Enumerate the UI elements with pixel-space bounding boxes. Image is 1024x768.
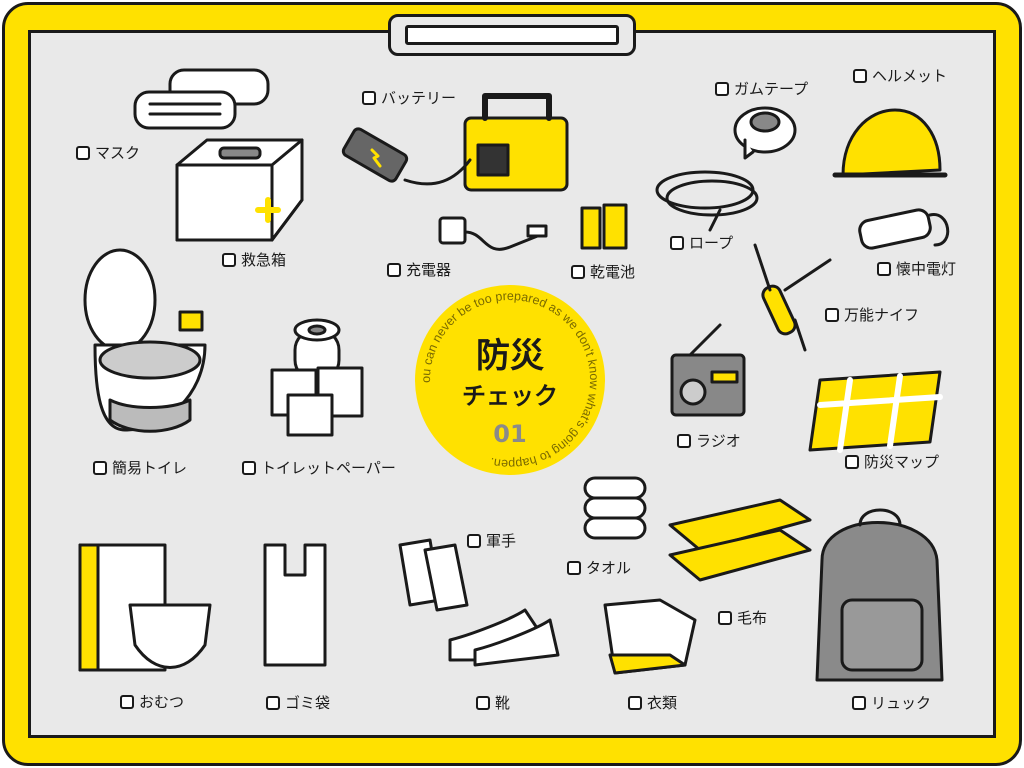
checkbox[interactable] (362, 90, 376, 105)
checkbox[interactable] (387, 262, 401, 277)
dry-cell-icon (580, 203, 628, 250)
checkbox[interactable] (266, 695, 280, 710)
item-label: 軍手 (486, 532, 517, 550)
checklist-item-helmet[interactable]: ヘルメット (853, 65, 947, 86)
shoes-icon (448, 608, 560, 667)
multitool-icon (753, 243, 832, 352)
item-label: 充電器 (406, 261, 452, 279)
checklist-item-battery[interactable]: バッテリー (362, 87, 456, 108)
backpack-icon (815, 508, 944, 682)
item-label: 毛布 (737, 609, 768, 627)
checkbox[interactable] (845, 454, 859, 469)
item-label: 防災マップ (864, 453, 940, 471)
item-label: バッテリー (381, 89, 457, 107)
checkbox[interactable] (76, 145, 90, 160)
checkbox[interactable] (567, 560, 581, 575)
checklist-item-charger[interactable]: 充電器 (387, 259, 451, 280)
item-label: 救急箱 (241, 251, 287, 269)
checklist-item-disaster-map[interactable]: 防災マップ (845, 451, 939, 472)
checkbox[interactable] (877, 261, 891, 276)
checkbox[interactable] (222, 252, 236, 267)
item-label: ロープ (689, 234, 734, 252)
blanket-icon (668, 498, 812, 582)
trash-bag-icon (263, 543, 327, 667)
battery-icon (341, 93, 569, 192)
checklist-item-flashlight[interactable]: 懐中電灯 (877, 258, 956, 279)
checklist-item-blanket[interactable]: 毛布 (718, 607, 767, 628)
item-label: ゴミ袋 (285, 694, 331, 712)
checkbox[interactable] (852, 695, 866, 710)
flashlight-icon (858, 208, 950, 250)
checklist-item-clothes[interactable]: 衣類 (628, 692, 677, 713)
item-label: 乾電池 (590, 263, 636, 281)
checkbox[interactable] (677, 433, 691, 448)
item-label: トイレットペーパー (261, 459, 396, 477)
towel-icon (583, 476, 647, 540)
item-label: ラジオ (696, 432, 741, 450)
checkbox[interactable] (715, 81, 729, 96)
checklist-item-duct-tape[interactable]: ガムテープ (715, 78, 808, 99)
checklist-item-trash-bag[interactable]: ゴミ袋 (266, 692, 330, 713)
checkbox[interactable] (825, 307, 839, 322)
item-label: 靴 (495, 694, 511, 712)
checkbox[interactable] (120, 694, 134, 709)
checkbox[interactable] (476, 695, 490, 710)
item-label: 万能ナイフ (844, 306, 920, 324)
tape-icon (733, 106, 797, 160)
checklist-item-work-gloves[interactable]: 軍手 (467, 530, 516, 551)
checklist-item-rope[interactable]: ロープ (670, 232, 733, 253)
toilet-icon (83, 248, 207, 433)
checklist-item-radio[interactable]: ラジオ (677, 430, 741, 451)
checkbox[interactable] (93, 460, 107, 475)
radio-icon (670, 323, 746, 417)
map-icon (808, 370, 943, 453)
checklist-item-diaper[interactable]: おむつ (120, 691, 184, 712)
checkbox[interactable] (853, 68, 867, 83)
checklist-item-dry-cell[interactable]: 乾電池 (571, 261, 635, 282)
item-label: タオル (586, 559, 632, 577)
clothes-icon (603, 598, 697, 675)
item-label: 簡易トイレ (112, 459, 188, 477)
mask-icon (133, 68, 270, 130)
badge-number: 01 (493, 420, 526, 448)
checklist-item-towel[interactable]: タオル (567, 557, 631, 578)
item-label: ヘルメット (872, 67, 948, 85)
item-label: マスク (95, 144, 141, 162)
toilet-paper-icon (270, 318, 364, 437)
item-label: リュック (871, 694, 932, 712)
checklist-item-multitool[interactable]: 万能ナイフ (825, 304, 919, 325)
badge-circle (415, 285, 605, 475)
checkbox[interactable] (718, 610, 732, 625)
checklist-item-backpack[interactable]: リュック (852, 692, 931, 713)
checklist-item-mask[interactable]: マスク (76, 142, 140, 163)
rope-icon (655, 170, 759, 232)
item-label: 衣類 (647, 694, 678, 712)
checklist-item-shoes[interactable]: 靴 (476, 692, 510, 713)
item-label: 懐中電灯 (896, 260, 957, 278)
checkbox[interactable] (242, 460, 256, 475)
badge-subtitle: チェック (462, 382, 558, 410)
gloves-icon (398, 538, 469, 612)
badge-title: 防災 (476, 336, 544, 376)
checklist-item-portable-toilet[interactable]: 簡易トイレ (93, 457, 187, 478)
checkbox[interactable] (467, 533, 481, 548)
diaper-icon (78, 543, 212, 672)
checklist-item-toilet-paper[interactable]: トイレットペーパー (242, 457, 396, 478)
bousai-check-badge: You can never be too prepared as we don'… (410, 280, 605, 475)
clipboard-clip (388, 14, 636, 56)
checklist-item-first-aid-kit[interactable]: 救急箱 (222, 249, 286, 270)
item-label: ガムテープ (734, 80, 809, 98)
checkbox[interactable] (628, 695, 642, 710)
helmet-icon (832, 108, 948, 178)
checkbox[interactable] (571, 264, 585, 279)
item-label: おむつ (139, 693, 185, 711)
first-aid-kit-icon (175, 138, 304, 242)
charger-icon (438, 216, 548, 251)
checkbox[interactable] (670, 235, 684, 250)
